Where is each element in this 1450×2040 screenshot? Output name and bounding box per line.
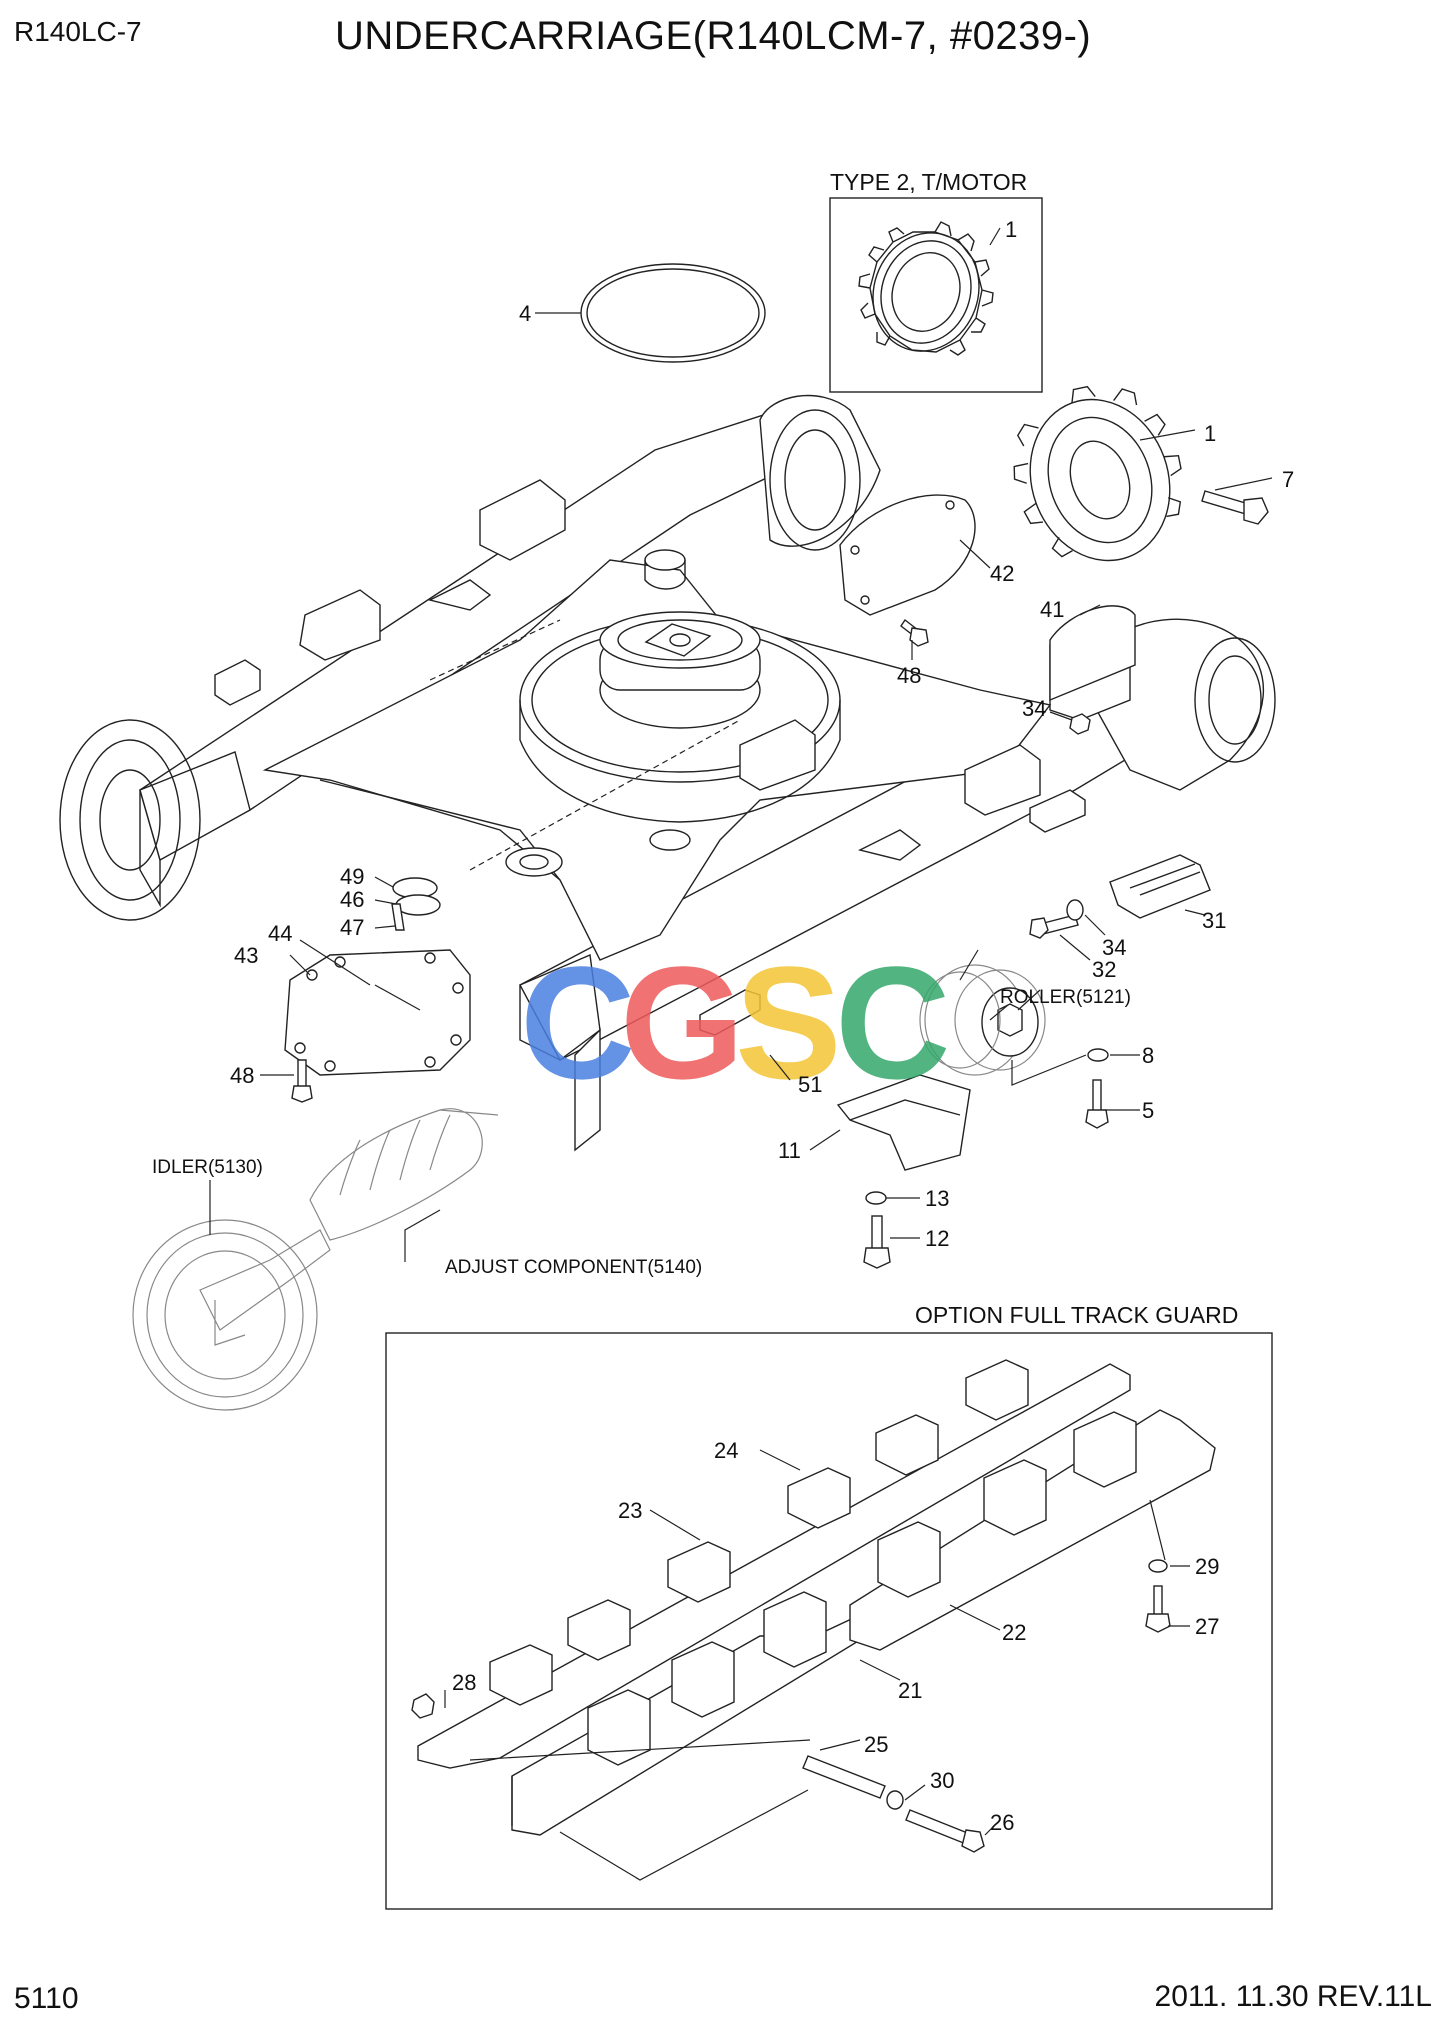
plate-part-49-46 [391, 877, 441, 931]
type2-inset-frame [829, 197, 1043, 393]
callout-24: 24 [714, 1438, 738, 1463]
callout-51: 51 [798, 1072, 822, 1097]
callout-11: 11 [778, 1138, 801, 1163]
bracket-part-41 [1049, 605, 1136, 702]
callout-7: 7 [1282, 467, 1294, 492]
washer-part-13 [865, 1191, 887, 1205]
guide-part-31 [1029, 789, 1211, 919]
page-title: UNDERCARRIAGE(R140LCM-7, #0239-) [335, 14, 1092, 58]
roller-label: ROLLER(5121) [1000, 987, 1131, 1008]
sprocket-part-1 [1013, 385, 1182, 562]
callout-43: 43 [234, 943, 258, 968]
callout-1-type2: 1 [1005, 217, 1017, 242]
callout-12: 12 [925, 1226, 949, 1251]
washer-part-30 [886, 1790, 904, 1810]
callout-8: 8 [1142, 1043, 1154, 1068]
callout-23: 23 [618, 1498, 642, 1523]
bolt-part-27 [1145, 1585, 1171, 1633]
callout-48-left: 48 [230, 1063, 254, 1088]
callout-27: 27 [1195, 1614, 1219, 1639]
track-guard-label: OPTION FULL TRACK GUARD [915, 1302, 1238, 1328]
page-number: 5110 [14, 1982, 79, 2015]
watermark-letter-c1: C [520, 933, 636, 1112]
shoe-guard-part-11 [836, 1074, 971, 1171]
callout-49: 49 [340, 864, 364, 889]
washer-part-29 [1148, 1559, 1168, 1573]
bolt-part-12 [863, 1215, 891, 1269]
bolt-part-48-left [291, 1059, 313, 1103]
callout-30: 30 [930, 1768, 954, 1793]
adjust-component-label: ADJUST COMPONENT(5140) [445, 1257, 702, 1278]
callout-28: 28 [452, 1670, 476, 1695]
bolt-part-7 [1201, 490, 1269, 525]
watermark-letter-g: G [620, 933, 744, 1112]
o-ring-part-4 [580, 263, 766, 363]
track-guard-option: OPTION FULL TRACK GUARD [385, 1302, 1273, 1910]
callout-42: 42 [990, 561, 1014, 586]
callout-34-top: 34 [1022, 696, 1046, 721]
callout-41: 41 [1040, 597, 1064, 622]
callout-13: 13 [925, 1186, 949, 1211]
cgsc-watermark: C G S C [520, 933, 951, 1112]
bolt-part-5 [1085, 1079, 1109, 1129]
cover-plate-part-43-44 [284, 949, 471, 1076]
nut-part-28 [411, 1693, 435, 1719]
watermark-letter-c2: C [835, 933, 951, 1112]
guard-part-51 [699, 989, 761, 1036]
nut-part-34-top [1069, 713, 1091, 735]
callout-22: 22 [1002, 1620, 1026, 1645]
bolt-part-48-top [900, 618, 929, 647]
type2-inset: TYPE 2, T/MOTOR [829, 169, 1043, 393]
revision-date: 2011. 11.30 REV.11L [1154, 1980, 1432, 2013]
washer-part-34 [1066, 899, 1084, 921]
callout-48-top: 48 [897, 663, 921, 688]
bolt-part-26 [905, 1809, 985, 1853]
undercarriage-frame-drawing [59, 394, 1276, 1152]
adjust-component-drawing [309, 1108, 499, 1241]
callout-21: 21 [898, 1678, 922, 1703]
callout-44: 44 [268, 921, 292, 946]
cover-part-42 [839, 494, 976, 616]
sprocket-type2-drawing [858, 221, 994, 356]
callout-5: 5 [1142, 1098, 1154, 1123]
model-label: R140LC-7 [14, 16, 142, 47]
washer-part-8 [1087, 1048, 1109, 1062]
beam-brackets [214, 479, 1041, 861]
guard-lugs [489, 1359, 1137, 1766]
callout-46: 46 [340, 887, 364, 912]
callout-numbers: 1 1 4 7 42 41 48 34 31 34 32 49 46 47 44… [230, 217, 1294, 1835]
callout-26: 26 [990, 1810, 1014, 1835]
idler-drawing [132, 1219, 331, 1411]
pin-part-25 [802, 1755, 886, 1799]
callout-47: 47 [340, 915, 364, 940]
callout-32: 32 [1092, 957, 1116, 982]
track-guard-frame [385, 1332, 1273, 1910]
callout-34: 34 [1102, 935, 1126, 960]
callout-4: 4 [519, 301, 531, 326]
bolt-part-32 [1029, 914, 1079, 939]
leader-lines [209, 227, 1273, 1881]
callout-25: 25 [864, 1732, 888, 1757]
callout-31: 31 [1202, 908, 1226, 933]
type2-label: TYPE 2, T/MOTOR [830, 169, 1027, 195]
idler-label: IDLER(5130) [152, 1157, 263, 1178]
callout-1: 1 [1204, 421, 1216, 446]
callout-29: 29 [1195, 1554, 1219, 1579]
watermark-letter-s: S [735, 933, 842, 1112]
